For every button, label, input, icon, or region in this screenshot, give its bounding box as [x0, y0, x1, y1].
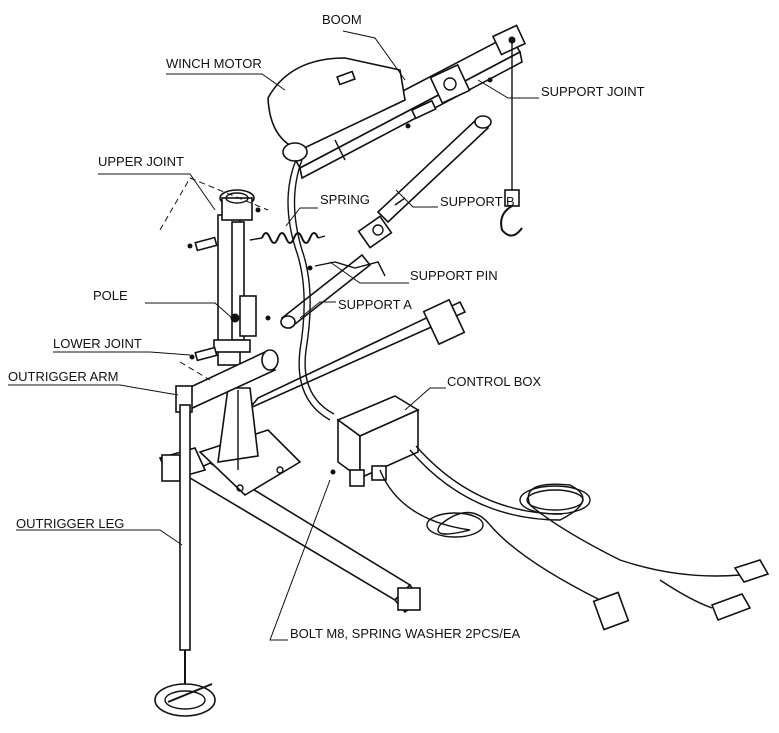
part-labels: BOOM WINCH MOTOR SUPPORT JOINT UPPER JOI… — [8, 12, 645, 641]
output-cables — [379, 445, 770, 631]
label-bolt: BOLT M8, SPRING WASHER 2PCS/EA — [290, 626, 521, 641]
support-b — [357, 115, 492, 249]
label-outrigger-arm: OUTRIGGER ARM — [8, 369, 119, 384]
boom — [267, 24, 527, 180]
label-support-joint: SUPPORT JOINT — [541, 84, 645, 99]
base-frame — [158, 298, 467, 614]
winch-cable — [500, 42, 523, 237]
support-a — [280, 253, 386, 330]
spring-coil — [249, 232, 326, 244]
label-support-a: SUPPORT A — [338, 297, 412, 312]
leader-lines — [8, 30, 539, 641]
label-outrigger-leg: OUTRIGGER LEG — [16, 516, 124, 531]
outrigger — [154, 349, 279, 717]
label-winch-motor: WINCH MOTOR — [166, 56, 262, 71]
label-support-pin: SUPPORT PIN — [410, 268, 498, 283]
alignment-guides — [159, 177, 269, 381]
label-upper-joint: UPPER JOINT — [98, 154, 184, 169]
label-lower-joint: LOWER JOINT — [53, 336, 142, 351]
label-boom: BOOM — [322, 12, 362, 27]
label-pole: POLE — [93, 288, 128, 303]
label-support-b: SUPPORT B — [440, 194, 515, 209]
label-control-box: CONTROL BOX — [447, 374, 541, 389]
power-cable — [287, 159, 335, 421]
pole — [187, 189, 271, 366]
label-spring: SPRING — [320, 192, 370, 207]
